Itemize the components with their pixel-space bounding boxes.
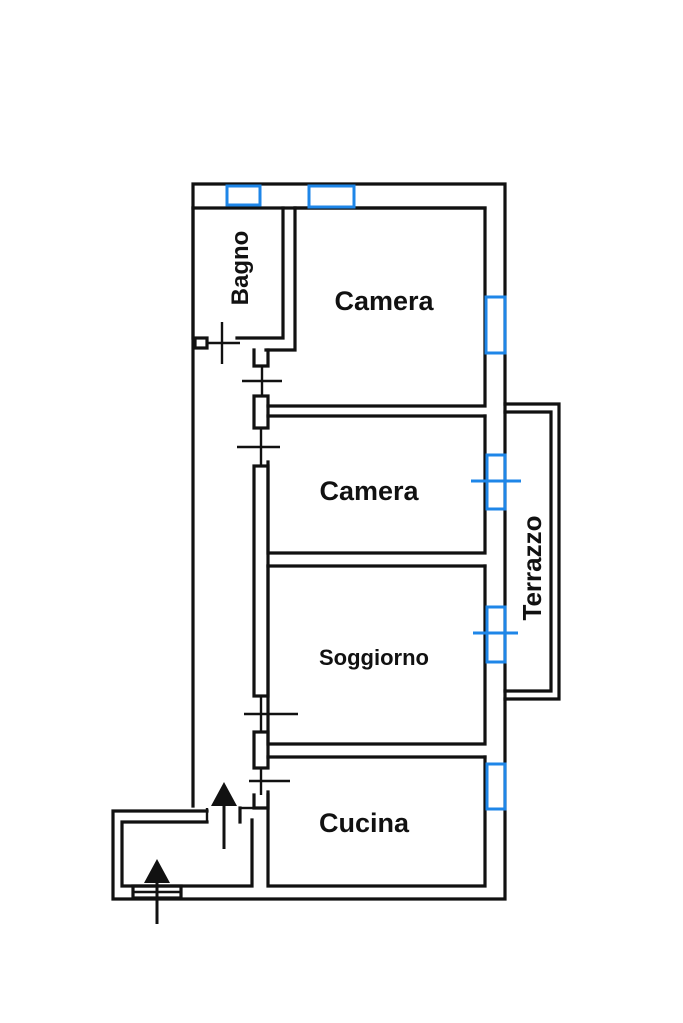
terrazzo-inner-outline (503, 410, 553, 693)
bagno-door-jamb (193, 336, 209, 350)
cucina-room (266, 755, 487, 888)
room-label-terrazzo: Terrazzo (517, 516, 547, 621)
bagno-east-wall (235, 206, 285, 340)
door-jamb-soggiorno (252, 730, 270, 770)
window-camera-1-north (307, 184, 356, 209)
door-jamb-camera-1 (252, 394, 270, 430)
terrazzo-outline (503, 402, 561, 701)
cucina-walls (266, 755, 487, 888)
terrazzo-balcony (503, 402, 561, 701)
room-label-cucina: Cucina (319, 808, 410, 838)
outer-walls (111, 182, 507, 901)
window-cucina-east (485, 762, 507, 811)
outer-wall-entrance-inner (120, 818, 254, 888)
door-jamb-cucina (252, 793, 270, 810)
room-label-bagno: Bagno (227, 231, 254, 306)
windows (225, 184, 521, 811)
bagno-room (193, 206, 297, 364)
door-jamb-bagno-corridor (252, 348, 270, 368)
entrance-arrow-icon (144, 859, 170, 924)
window-bagno (225, 184, 262, 207)
room-label-camera-2: Camera (319, 476, 419, 506)
corridor (205, 348, 298, 824)
window-camera-1-east (484, 295, 507, 355)
outer-wall-main (111, 182, 507, 901)
room-label-soggiorno: Soggiorno (319, 645, 429, 670)
room-label-camera-1: Camera (334, 286, 434, 316)
bagno-east-wall-inner (264, 206, 297, 352)
corridor-partition (252, 464, 270, 698)
entrance-arrow-icon (211, 782, 237, 849)
